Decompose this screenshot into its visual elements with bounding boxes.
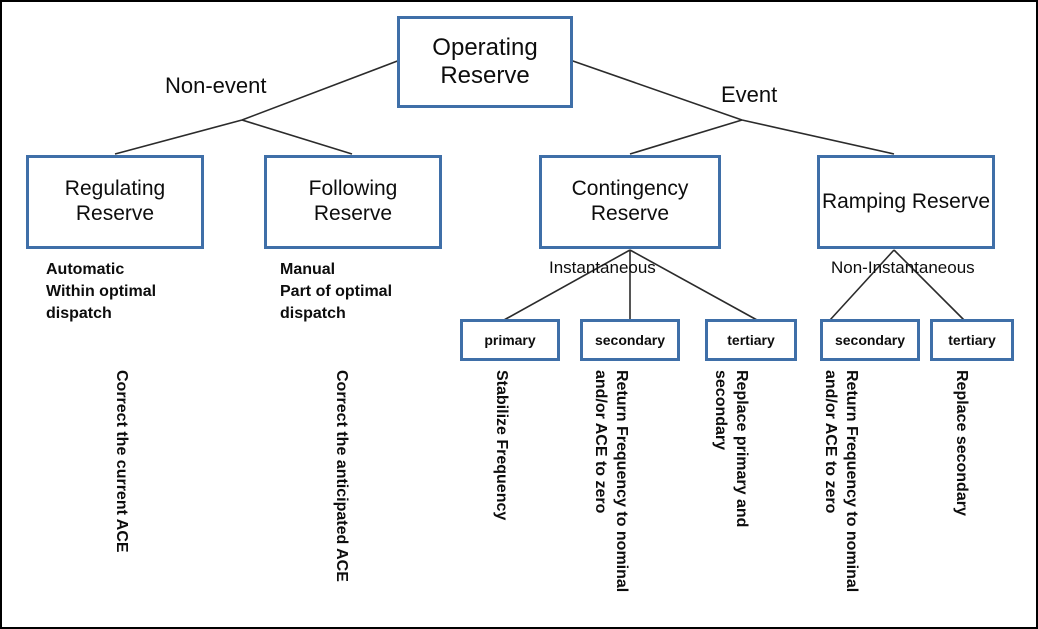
vlabel-following-ace: Correct the anticipated ACE xyxy=(333,370,350,582)
vlabel-ramping-secondary-return-line1: Return Frequency to nominal xyxy=(843,370,860,593)
branch-label-instantaneous: Instantaneous xyxy=(549,258,656,277)
vlabel-ramping-tertiary-replace: Replace secondary xyxy=(953,370,970,516)
vlabel-tertiary-replace-line1: Replace primary and xyxy=(733,370,750,528)
vlabel-ramping-secondary-return-line2: and/or ACE to zero xyxy=(822,370,839,514)
node-regulating-reserve[interactable]: Regulating Reserve xyxy=(26,155,204,249)
node-leaf-primary[interactable]: primary xyxy=(460,319,560,361)
edge-label-event: Event xyxy=(721,82,778,107)
branch-label-non-instantaneous: Non-Instantaneous xyxy=(831,258,975,277)
node-leaf-secondary-contingency[interactable]: secondary xyxy=(580,319,680,361)
node-following-reserve[interactable]: Following Reserve xyxy=(264,155,442,249)
node-operating-reserve[interactable]: Operating Reserve xyxy=(397,16,573,108)
vlabel-primary-stabilize: Stabilize Frequency xyxy=(493,370,510,521)
node-leaf-tertiary-contingency[interactable]: tertiary xyxy=(705,319,797,361)
vlabel-secondary-return-line1: Return Frequency to nominal xyxy=(613,370,630,593)
vlabel-secondary-return-line2: and/or ACE to zero xyxy=(592,370,609,514)
note-following-reserve: Manual Part of optimal dispatch xyxy=(280,261,393,323)
node-leaf-secondary-ramping[interactable]: secondary xyxy=(820,319,920,361)
node-leaf-tertiary-ramping[interactable]: tertiary xyxy=(930,319,1014,361)
vlabel-tertiary-replace-line2: secondary xyxy=(712,370,729,451)
vlabel-regulating-ace: Correct the current ACE xyxy=(113,370,130,553)
edge-label-non-event: Non-event xyxy=(165,73,267,98)
note-regulating-reserve: Automatic Within optimal dispatch xyxy=(46,261,157,323)
node-contingency-reserve[interactable]: Contingency Reserve xyxy=(539,155,721,249)
node-ramping-reserve[interactable]: Ramping Reserve xyxy=(817,155,995,249)
